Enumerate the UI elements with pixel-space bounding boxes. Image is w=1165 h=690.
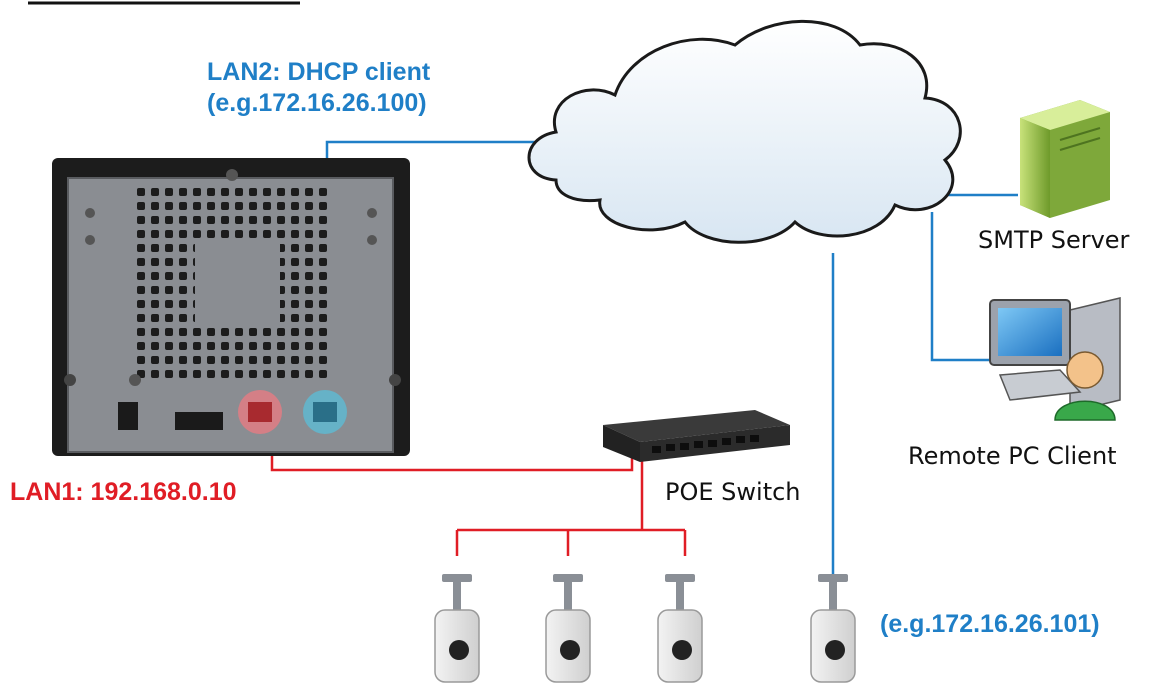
smtp-server-label: SMTP Server: [978, 226, 1130, 254]
lan2-label: LAN2: DHCP client (e.g.172.16.26.100): [207, 57, 430, 119]
lan2-label-line1: LAN2: DHCP client: [207, 58, 431, 86]
switch-icon: [603, 410, 790, 462]
poe-switch-label: POE Switch: [665, 478, 801, 506]
hdmi-port: [175, 412, 223, 430]
lan1-port: [248, 402, 272, 422]
ip-camera-4: [810, 574, 856, 683]
ip-camera-icon: [434, 574, 856, 683]
lan2-port: [313, 402, 337, 422]
pc-link-line: [930, 212, 990, 362]
server-icon: [1020, 100, 1110, 218]
ip-camera-3: [657, 574, 703, 683]
lan1-label: LAN1: 192.168.0.10: [10, 478, 237, 506]
dc-power-jack: [118, 402, 138, 430]
cloud-icon: [527, 19, 962, 244]
camera-ip-label: (e.g.172.16.26.101): [880, 610, 1100, 638]
ip-camera-1: [434, 574, 480, 683]
nvr-back-panel: [52, 158, 410, 456]
ip-camera-2: [545, 574, 591, 683]
remote-pc-label: Remote PC Client: [908, 442, 1117, 470]
lan2-label-line2: (e.g.172.16.26.100): [207, 89, 427, 117]
pc-client-icon: [989, 297, 1121, 421]
